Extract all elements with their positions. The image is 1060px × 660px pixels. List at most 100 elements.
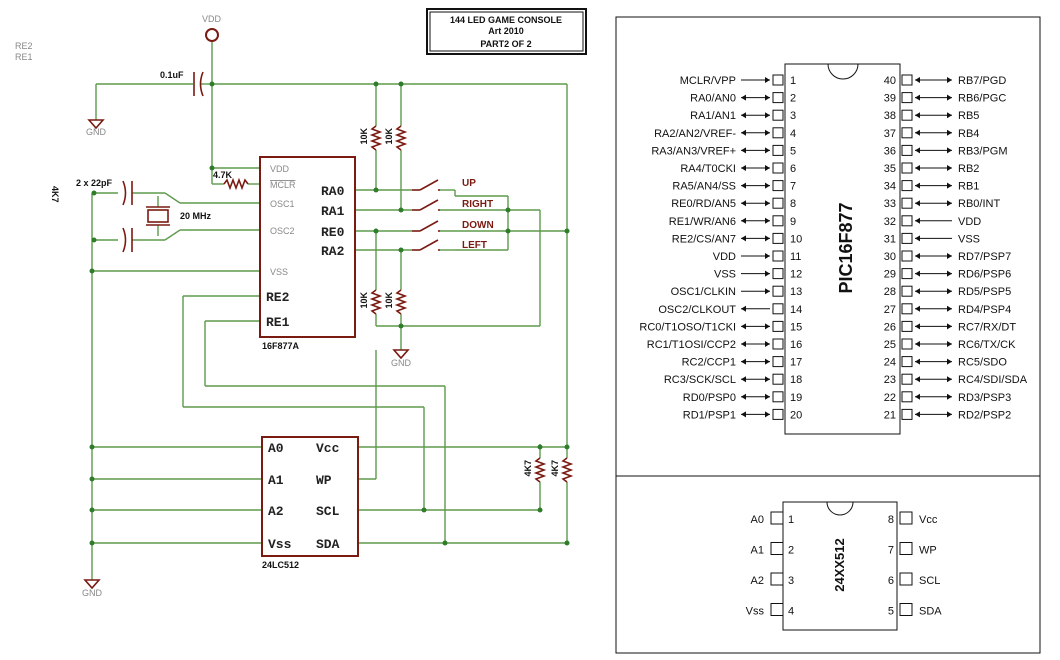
pin-label: RC2/CCP1 (682, 357, 736, 369)
pin-number: 2 (788, 545, 794, 557)
pin-label: RE2/CS/AN7 (672, 233, 736, 245)
pin-number: 1 (788, 514, 794, 526)
pin-label: A1 (751, 545, 764, 557)
pin-label: A0 (751, 514, 764, 526)
corner-label-re2: RE2 (15, 41, 33, 51)
svg-text:4K7: 4K7 (550, 460, 560, 477)
pin-label: RC5/SDO (958, 357, 1007, 369)
decoupling-capacitor: 0.1uF (160, 70, 204, 97)
pin-number: 32 (884, 216, 896, 228)
pic-pin-15: 15 RC0/T1OSO/T1CKI (639, 320, 802, 333)
pin-number: 11 (790, 251, 801, 263)
corner-label-re1: RE1 (15, 52, 33, 62)
pin-number: 16 (790, 339, 802, 351)
gnd-symbol-mid: GND (391, 349, 412, 368)
resistor-top-2: 10K (384, 125, 408, 151)
title-line-1: 144 LED GAME CONSOLE (450, 15, 562, 25)
pin-number: 15 (790, 321, 802, 333)
eeprom-package: 24XX512 (782, 501, 898, 631)
switch-down: DOWN (412, 220, 494, 232)
pin-number: 1 (790, 75, 796, 87)
pin-number: 20 (790, 409, 802, 421)
pin-label: Vss (746, 606, 765, 618)
pin-label: RA1/AN1 (690, 110, 736, 122)
eeprom-24lc512: A0 Vcc A1 WP A2 SCL Vss SDA 24LC512 (261, 436, 359, 570)
pin-number: 38 (884, 110, 896, 122)
eeprom-package-label: 24XX512 (832, 538, 847, 592)
pin-number: 17 (790, 357, 802, 369)
pin-number: 6 (790, 163, 796, 175)
svg-text:GND: GND (82, 588, 103, 598)
pin-label: RB7/PGD (958, 75, 1006, 87)
pin-label: RE1/WR/AN6 (669, 216, 736, 228)
switch-left-label: LEFT (462, 240, 487, 251)
pin-label: RA5/AN4/SS (672, 181, 736, 193)
eeprom-pin-3: 3A2 (751, 572, 794, 587)
svg-text:Vcc: Vcc (316, 441, 340, 456)
pin-number: 3 (788, 575, 794, 587)
pin-label: OSC2/CLKOUT (658, 304, 736, 316)
svg-text:10K: 10K (384, 292, 394, 309)
svg-text:A1: A1 (268, 473, 284, 488)
pin-number: 4 (790, 128, 796, 140)
pin-label: RD5/PSP5 (958, 286, 1011, 298)
eeprom-pinout-frame (615, 475, 1041, 654)
svg-text:10K: 10K (359, 128, 369, 145)
pin-number: 30 (884, 251, 896, 263)
svg-text:Vss: Vss (268, 537, 292, 552)
pin-label: SCL (919, 575, 940, 587)
gnd-symbol-top: GND (86, 119, 107, 137)
wires (91, 42, 568, 580)
svg-text:4.7K: 4.7K (213, 170, 233, 180)
mcu-pin-re2: RE2 (266, 290, 290, 305)
pin-number: 7 (790, 181, 796, 193)
pin-label: RB3/PGM (958, 145, 1008, 157)
switch-left: LEFT (412, 239, 487, 251)
vdd-label: VDD (202, 14, 222, 24)
pin-number: 18 (790, 374, 802, 386)
svg-text:SDA: SDA (316, 537, 340, 552)
pin-label: RB5 (958, 110, 979, 122)
pin-label: RE0/RD/AN5 (671, 198, 736, 210)
svg-text:A2: A2 (268, 504, 284, 519)
pin-number: 27 (884, 304, 896, 316)
pin-number: 29 (884, 269, 896, 281)
pin-label: RC7/RX/DT (958, 321, 1016, 333)
svg-text:10K: 10K (359, 292, 369, 309)
pin-label: RC1/T1OSI/CCP2 (647, 339, 736, 351)
resistor-bottom-1: 10K (359, 289, 383, 315)
pin-label: RC0/T1OSO/T1CKI (639, 321, 736, 333)
pin-number: 35 (884, 163, 896, 175)
pin-number: 3 (790, 110, 796, 122)
pin-number: 19 (790, 392, 802, 404)
resistor-top-1: 10K (359, 125, 383, 151)
pin-label: RC6/TX/CK (958, 339, 1016, 351)
pin-label: RB6/PGC (958, 93, 1006, 105)
mcu-pin-ra0: RA0 (321, 184, 345, 199)
pin-label: VSS (714, 269, 736, 281)
switch-up-label: UP (462, 178, 476, 189)
mcu-pin-vdd: VDD (270, 164, 290, 174)
pin-number: 9 (790, 216, 796, 228)
vdd-terminal: VDD (202, 14, 222, 42)
pic-pin-17: 17 RC2/CCP1 (682, 356, 802, 369)
pin-label: WP (919, 545, 937, 557)
